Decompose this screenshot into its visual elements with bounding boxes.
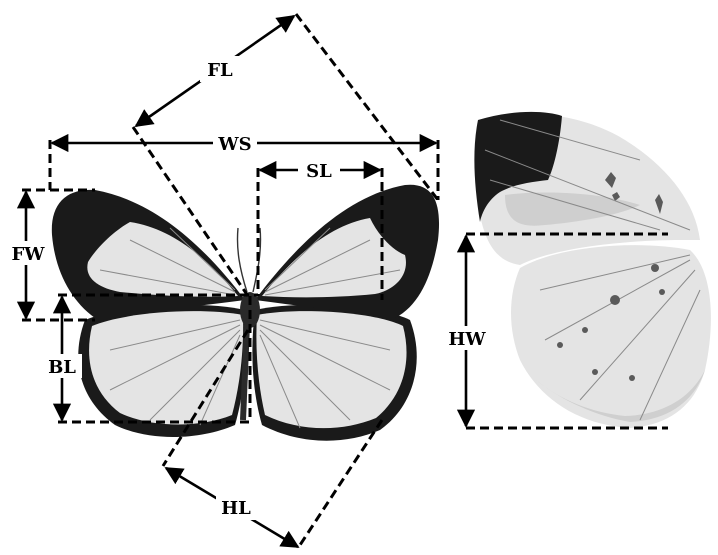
label-sl: SL [306, 161, 332, 182]
label-hl: HL [221, 498, 251, 519]
lateral-hindwing [511, 245, 711, 428]
label-bl: BL [48, 357, 76, 378]
label-ws: WS [217, 134, 251, 155]
label-fw: FW [12, 244, 46, 265]
butterfly-lateral [474, 112, 711, 428]
right-hindwing [252, 305, 416, 441]
butterfly-dorsal [52, 185, 439, 441]
label-fl: FL [207, 60, 233, 81]
label-hw: HW [448, 329, 486, 350]
right-forewing [255, 185, 439, 318]
left-forewing [52, 190, 245, 318]
lateral-forewing [474, 112, 700, 265]
